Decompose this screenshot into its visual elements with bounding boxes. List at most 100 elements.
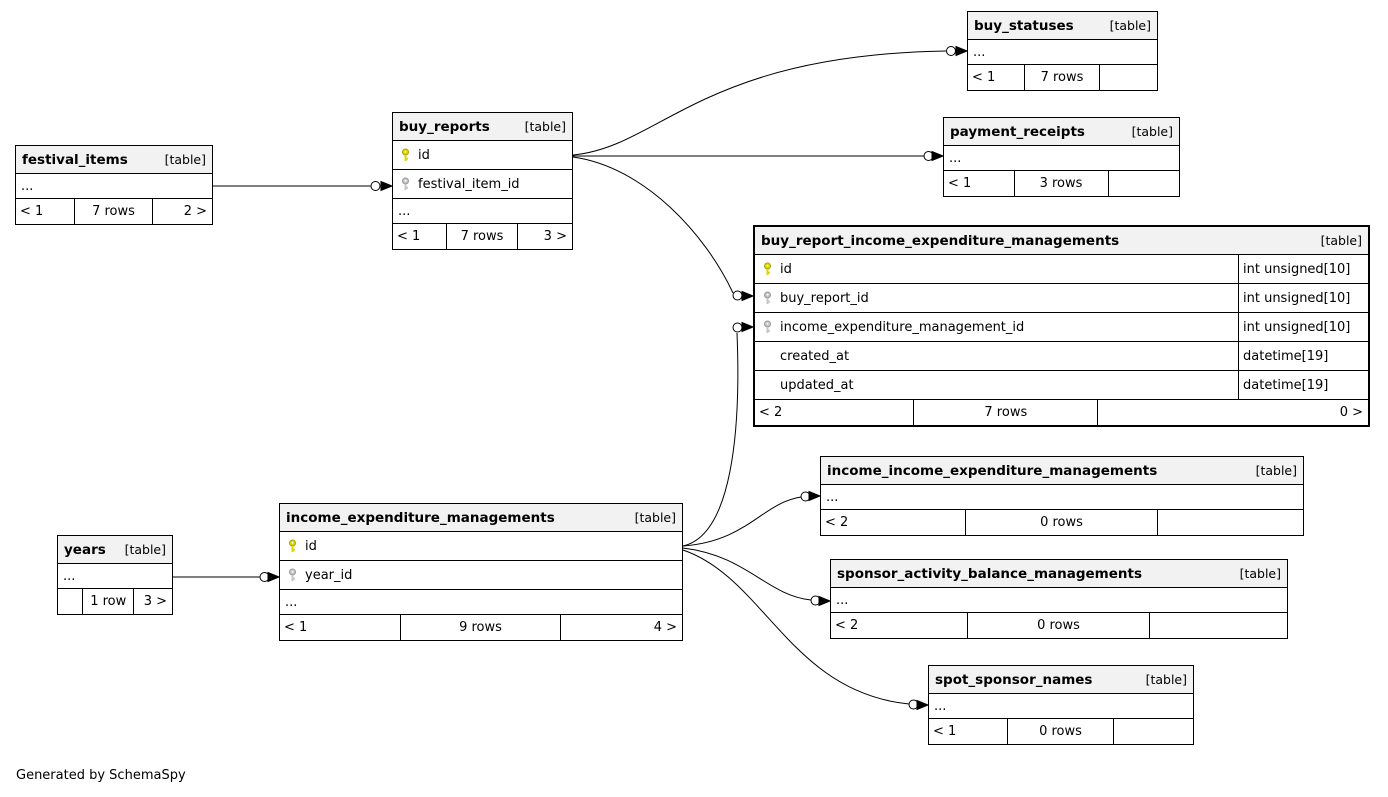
table-sponsor_activity_balance_managements[interactable]: sponsor_activity_balance_managements [ta… [830, 559, 1288, 639]
table-income_expenditure_managements[interactable]: income_expenditure_managements [table] i… [279, 503, 683, 641]
table-tag: [table] [634, 510, 676, 525]
ellipsis: ... [285, 594, 298, 610]
table-tag: [table] [1145, 672, 1187, 687]
parent-count: < 2 [755, 400, 915, 425]
table-buy_reports[interactable]: buy_reports [table] id festival_item_id … [392, 112, 573, 250]
child-count [1150, 613, 1287, 638]
column-name: festival_item_id [418, 176, 520, 192]
primary-key-icon [285, 539, 299, 553]
table-stats: < 1 3 rows [944, 171, 1179, 196]
columns-ellipsis-row: ... [393, 199, 572, 224]
columns-ellipsis-row: ... [831, 588, 1287, 613]
row-count: 0 rows [966, 510, 1159, 535]
table-stats: < 1 7 rows 2 > [16, 199, 212, 224]
column-row: festival_item_id [393, 170, 572, 199]
relationship-edge [682, 549, 930, 711]
ellipsis: ... [934, 698, 947, 714]
column-row: year_id [280, 561, 682, 590]
columns-ellipsis-row: ... [968, 40, 1157, 65]
column-type: int unsigned[10] [1238, 255, 1368, 283]
parent-count: < 2 [821, 510, 966, 535]
column-type: int unsigned[10] [1238, 284, 1368, 312]
parent-count: < 1 [393, 224, 447, 249]
relationship-edge [682, 547, 832, 607]
column-name: income_expenditure_management_id [780, 319, 1025, 335]
table-header[interactable]: buy_reports [table] [393, 113, 572, 141]
table-name[interactable]: years [64, 541, 106, 558]
relationship-edge [173, 571, 281, 583]
table-buy_statuses[interactable]: buy_statuses [table] ... < 1 7 rows [967, 11, 1158, 91]
table-name[interactable]: income_income_expenditure_managements [827, 462, 1158, 479]
columns-ellipsis-row: ... [16, 174, 212, 199]
table-name[interactable]: income_expenditure_managements [286, 509, 555, 526]
table-header[interactable]: spot_sponsor_names [table] [929, 666, 1193, 694]
generated-by-note: Generated by SchemaSpy [16, 768, 186, 783]
child-count: 0 > [1339, 405, 1363, 420]
table-tag: [table] [524, 119, 566, 134]
table-name[interactable]: buy_reports [399, 118, 490, 135]
table-header[interactable]: buy_statuses [table] [968, 12, 1157, 40]
table-stats: < 1 7 rows [968, 65, 1157, 90]
row-count: 3 rows [1015, 171, 1109, 196]
child-count: 2 > [183, 204, 207, 219]
column-row: buy_report_id int unsigned[10] [755, 284, 1368, 313]
relationship-edge [572, 156, 755, 302]
foreign-key-icon [760, 320, 774, 334]
table-header[interactable]: sponsor_activity_balance_managements [ta… [831, 560, 1287, 588]
table-name[interactable]: sponsor_activity_balance_managements [837, 565, 1142, 582]
row-count: 1 row [83, 589, 135, 614]
child-count: 3 > [543, 229, 567, 244]
row-count: 7 rows [914, 400, 1099, 425]
ellipsis: ... [973, 44, 986, 60]
table-income_income_expenditure_managements[interactable]: income_income_expenditure_managements [t… [820, 456, 1304, 536]
ellipsis: ... [21, 178, 34, 194]
parent-count: < 1 [968, 65, 1025, 90]
foreign-key-icon [398, 177, 412, 191]
relationship-edge [682, 490, 822, 547]
table-header[interactable]: festival_items [table] [16, 146, 212, 174]
table-header[interactable]: years [table] [58, 536, 172, 564]
table-name[interactable]: payment_receipts [950, 123, 1085, 140]
table-name[interactable]: festival_items [22, 151, 128, 168]
ellipsis: ... [63, 568, 76, 584]
column-name: year_id [305, 567, 353, 583]
table-stats: < 2 0 rows [821, 510, 1303, 535]
columns-ellipsis-row: ... [58, 564, 172, 589]
table-buy_report_income_expenditure_managements[interactable]: buy_report_income_expenditure_management… [753, 225, 1370, 427]
row-count: 9 rows [401, 615, 562, 640]
table-tag: [table] [1239, 566, 1281, 581]
child-count [1100, 65, 1157, 90]
columns-ellipsis-row: ... [944, 146, 1179, 171]
parent-count: < 2 [831, 613, 968, 638]
ellipsis: ... [826, 489, 839, 505]
ellipsis: ... [949, 150, 962, 166]
table-header[interactable]: buy_report_income_expenditure_management… [755, 227, 1368, 255]
column-name: buy_report_id [780, 290, 869, 306]
column-row: income_expenditure_management_id int uns… [755, 313, 1368, 342]
table-header[interactable]: income_expenditure_managements [table] [280, 504, 682, 532]
primary-key-icon [398, 148, 412, 162]
column-type: int unsigned[10] [1238, 313, 1368, 341]
table-name[interactable]: buy_statuses [974, 17, 1074, 34]
table-festival_items[interactable]: festival_items [table] ... < 1 7 rows 2 … [15, 145, 213, 225]
table-name[interactable]: buy_report_income_expenditure_management… [761, 232, 1120, 249]
table-tag: [table] [1131, 124, 1173, 139]
relationship-edge [572, 45, 969, 156]
table-payment_receipts[interactable]: payment_receipts [table] ... < 1 3 rows [943, 117, 1180, 197]
relationship-edge [573, 150, 945, 162]
child-count [1114, 719, 1193, 744]
table-stats: < 2 7 rows 0 > [755, 400, 1368, 425]
table-spot_sponsor_names[interactable]: spot_sponsor_names [table] ... < 1 0 row… [928, 665, 1194, 745]
table-stats: < 2 0 rows [831, 613, 1287, 638]
table-header[interactable]: income_income_expenditure_managements [t… [821, 457, 1303, 485]
parent-count [58, 589, 84, 614]
table-name[interactable]: spot_sponsor_names [935, 671, 1093, 688]
column-type: datetime[19] [1238, 342, 1368, 370]
table-years[interactable]: years [table] ... 1 row 3 > [57, 535, 173, 615]
row-count: 7 rows [75, 199, 154, 224]
column-row: updated_at datetime[19] [755, 371, 1368, 400]
column-type: datetime[19] [1238, 371, 1368, 399]
row-count: 7 rows [447, 224, 519, 249]
table-header[interactable]: payment_receipts [table] [944, 118, 1179, 146]
